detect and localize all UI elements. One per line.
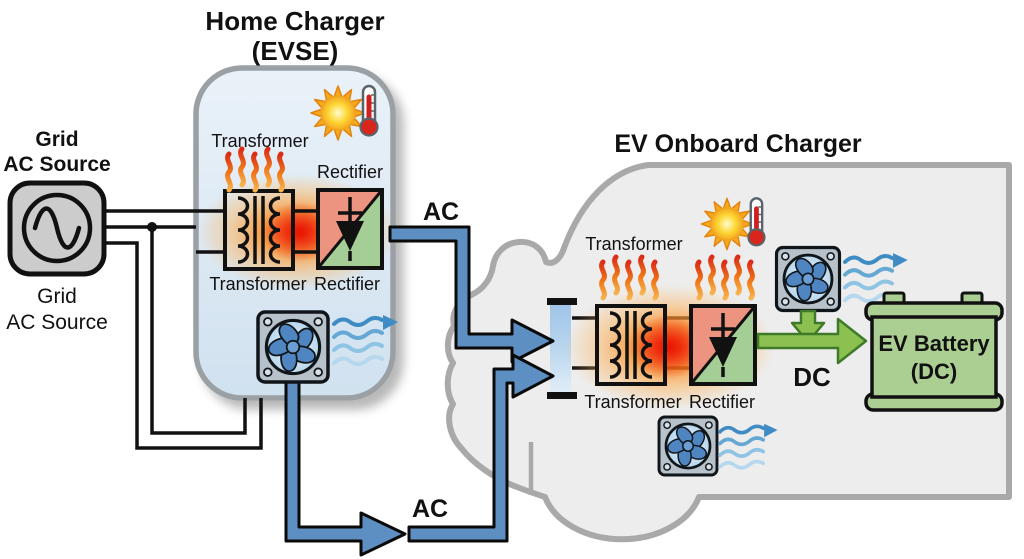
onboard-transformer-label-top: Transformer xyxy=(585,234,682,254)
home-charger-title-line1: Home Charger xyxy=(205,6,384,36)
grid-label-bottom-line2: AC Source xyxy=(6,311,108,334)
ev-battery xyxy=(864,291,1004,412)
grid-wires xyxy=(103,209,318,450)
evse-rectifier-label-top: Rectifier xyxy=(317,162,383,182)
battery-body xyxy=(870,315,998,399)
grid-label-top-line1: Grid xyxy=(35,128,78,151)
ac-pipe-bottom-out xyxy=(284,380,407,557)
ac-label-bottom: AC xyxy=(412,495,448,523)
charge-port xyxy=(547,298,577,399)
evse-transformer-label-bottom: Transformer xyxy=(209,274,306,294)
ac-label-top: AC xyxy=(423,198,459,226)
evse-fan-icon xyxy=(256,310,330,384)
onboard-charger-title: EV Onboard Charger xyxy=(614,130,862,158)
ac-sine-icon xyxy=(21,192,93,264)
onboard-rectifier-label-bottom: Rectifier xyxy=(689,392,755,412)
dc-label: DC xyxy=(793,362,831,392)
onboard-transformer-label-bottom: Transformer xyxy=(584,392,681,412)
ac-pipe-bottom-in xyxy=(407,353,555,543)
dc-arrow xyxy=(756,317,868,365)
evse-rectifier-icon xyxy=(316,188,384,270)
evse-rectifier-label-bottom: Rectifier xyxy=(314,274,380,294)
grid-label-bottom-line1: Grid xyxy=(37,285,77,308)
battery-label-line1: EV Battery xyxy=(878,331,990,356)
home-charger-title-line2: (EVSE) xyxy=(252,36,339,66)
onboard-fan-bottom-icon xyxy=(657,415,719,477)
evse-transformer-label-top: Transformer xyxy=(211,131,308,151)
grid-label-top-line2: AC Source xyxy=(3,153,110,176)
onboard-fan-top-icon xyxy=(774,245,842,313)
battery-label-line2: (DC) xyxy=(911,359,957,384)
fan-down-arrow xyxy=(790,309,826,344)
ac-pipe-top xyxy=(388,225,555,364)
wire-junction-dot xyxy=(147,222,157,232)
onboard-rectifier-icon xyxy=(689,304,757,386)
grid-ac-source xyxy=(7,180,107,277)
